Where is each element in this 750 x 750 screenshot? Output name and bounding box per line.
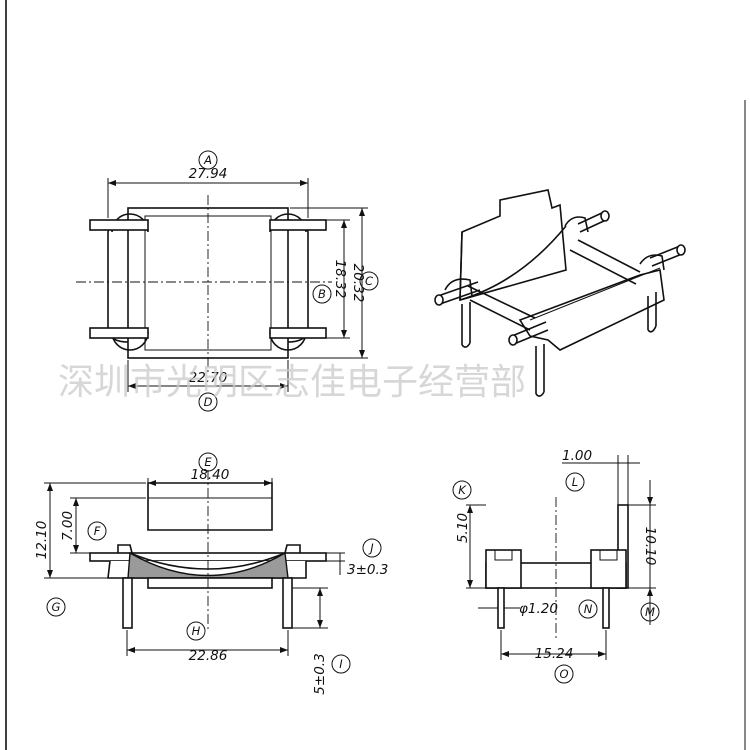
front-view-body bbox=[147, 482, 273, 531]
pin-bottom-right bbox=[269, 327, 327, 339]
callout-k bbox=[452, 480, 472, 500]
callout-j bbox=[362, 538, 382, 558]
dim-i-value: 5±0.3 bbox=[312, 653, 328, 694]
front-pin-left bbox=[122, 577, 133, 629]
dim-c-value: 20.32 bbox=[350, 264, 366, 303]
callout-a bbox=[198, 150, 218, 170]
callout-j-letter: J bbox=[368, 541, 374, 555]
dim-n-value: φ1.20 bbox=[519, 601, 558, 617]
callout-c bbox=[359, 271, 379, 291]
pin-bottom-left bbox=[89, 327, 149, 339]
callout-a-letter: A bbox=[203, 153, 212, 167]
front-pin-right bbox=[282, 577, 293, 629]
callout-b-letter: B bbox=[318, 287, 326, 301]
callout-i bbox=[331, 654, 351, 674]
dim-f-value: 7.00 bbox=[60, 511, 76, 541]
callout-e-letter: E bbox=[204, 455, 212, 469]
callout-n-letter: N bbox=[584, 602, 593, 616]
callout-b bbox=[312, 284, 332, 304]
callout-g bbox=[46, 597, 66, 617]
callout-l bbox=[565, 472, 585, 492]
dim-h-value: 22.86 bbox=[189, 648, 228, 664]
callout-g-letter: G bbox=[52, 600, 61, 614]
dim-o-value: 15.24 bbox=[535, 646, 574, 662]
dim-j-value: 3±0.3 bbox=[347, 562, 388, 578]
dim-b-value: 18.32 bbox=[332, 260, 348, 299]
callout-f-letter: F bbox=[94, 524, 101, 538]
dim-e-value: 18.40 bbox=[191, 467, 230, 483]
dim-k-value: 5.10 bbox=[455, 513, 471, 543]
callout-o bbox=[554, 664, 574, 684]
dim-l-value: 1.00 bbox=[562, 448, 592, 464]
callout-m bbox=[640, 602, 660, 622]
callout-e bbox=[198, 452, 218, 472]
dim-a-value: 27.94 bbox=[189, 166, 228, 182]
top-view: 27.94 A 18.32 B 20.32 C 22.70 D bbox=[76, 150, 379, 412]
callout-o-letter: O bbox=[559, 667, 568, 681]
callout-m-letter: M bbox=[645, 605, 655, 619]
callout-n bbox=[578, 599, 598, 619]
dim-d-value: 22.70 bbox=[189, 370, 228, 386]
callout-h bbox=[186, 621, 206, 641]
callout-h-letter: H bbox=[192, 624, 201, 638]
dim-g-value: 12.10 bbox=[34, 521, 50, 560]
dim-m-value: 10.10 bbox=[642, 527, 658, 566]
callout-l-letter: L bbox=[572, 475, 578, 489]
isometric-view bbox=[434, 189, 686, 397]
front-view: 18.40 E 7.00 F 12.10 G 22.86 H 5±0.3 I bbox=[34, 452, 388, 695]
pin-top-left bbox=[89, 219, 149, 231]
callout-k-letter: K bbox=[458, 483, 467, 497]
watermark-text: 深圳市光明区志佳电子经营部 bbox=[58, 362, 526, 403]
side-view: 5.10 K 1.00 L 10.10 M φ1.20 N 15.24 O bbox=[452, 448, 660, 684]
callout-c-letter: C bbox=[365, 274, 373, 288]
callout-i-letter: I bbox=[339, 657, 343, 671]
callout-d-letter: D bbox=[204, 395, 213, 409]
callout-f bbox=[87, 521, 107, 541]
callout-d bbox=[198, 392, 218, 412]
pin-top-right bbox=[269, 219, 327, 231]
